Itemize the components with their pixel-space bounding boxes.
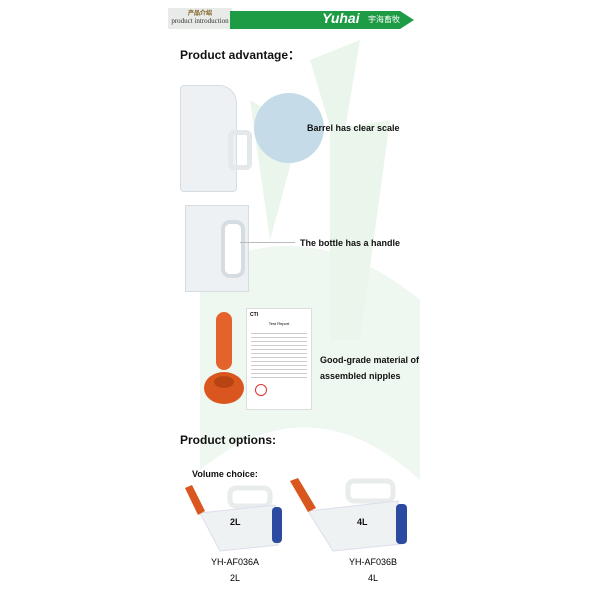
handle-hole	[221, 220, 245, 278]
test-report-image: CTI Test Report	[246, 308, 312, 410]
banner-label-box: 产品介绍 product introduction	[168, 8, 232, 29]
report-seal	[255, 384, 267, 396]
advantage-heading: Product advantage：	[180, 48, 301, 62]
report-title: Test Report	[268, 321, 290, 326]
bottle-tag-2l: 2L	[230, 517, 241, 527]
bottle-scale-image	[180, 85, 237, 192]
callout-line	[240, 242, 295, 243]
product-caption-b: YH-AF036B 4L	[348, 554, 398, 586]
product-volume-b: 4L	[367, 573, 378, 583]
material-label-line1: Good-grade material of	[320, 355, 420, 365]
scale-label: Barrel has clear scale	[307, 123, 400, 133]
product-bottle-4l	[290, 478, 407, 552]
product-volume-a: 2L	[229, 573, 240, 583]
product-caption-a: YH-AF036A 2L	[210, 554, 260, 586]
banner-en-title: product introduction	[171, 17, 229, 25]
report-logo: CTI	[250, 312, 259, 318]
bottle-tag-4l: 4L	[357, 517, 368, 527]
bottle-handle	[228, 130, 252, 170]
material-label: Good-grade material of assembled nipples	[320, 352, 419, 384]
brand-cn: 宇海畜牧	[368, 15, 400, 24]
nipple-image	[204, 312, 244, 404]
banner-cn-title: 产品介绍	[187, 11, 212, 17]
product-model-b: YH-AF036B	[348, 557, 398, 567]
scale-magnifier	[254, 93, 324, 163]
banner-arrow	[230, 11, 414, 29]
product-model-a: YH-AF036A	[210, 557, 260, 567]
product-bottle-2l	[185, 485, 282, 552]
handle-label: The bottle has a handle	[300, 238, 401, 248]
brand-logo: Yuhai	[322, 10, 360, 26]
material-label-line2: assembled nipples	[320, 371, 401, 381]
options-heading: Product options:	[180, 433, 276, 447]
volume-label: Volume choice:	[192, 469, 258, 479]
